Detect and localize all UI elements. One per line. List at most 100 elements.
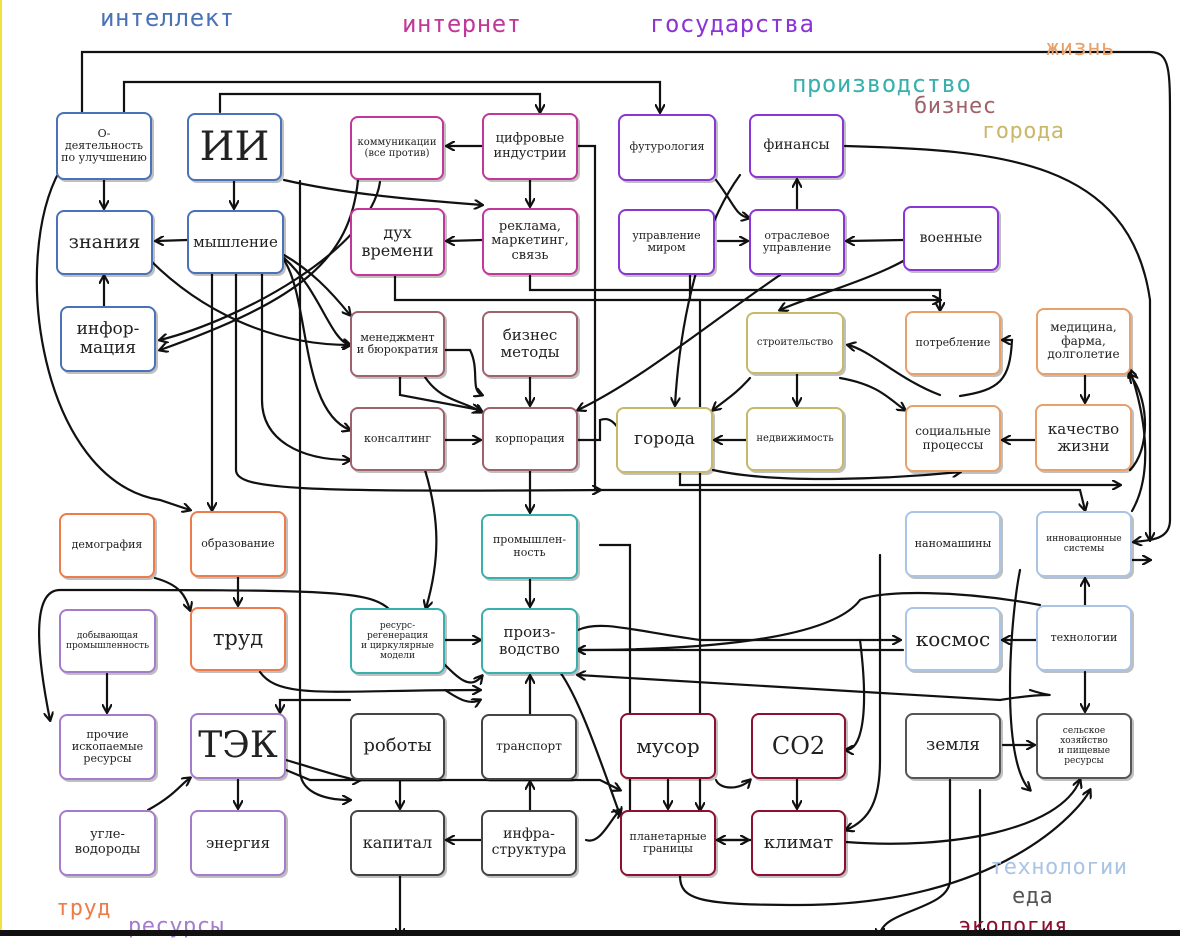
- connection-arrow: [282, 178, 482, 205]
- node-myshlenie[interactable]: мышление: [187, 210, 284, 274]
- connection-arrow: [1130, 375, 1146, 472]
- node-demografiya[interactable]: демография: [59, 513, 155, 578]
- node-voennye[interactable]: военные: [903, 206, 999, 271]
- node-konsalting[interactable]: консалтинг: [350, 407, 445, 471]
- node-obrazovanie[interactable]: образование: [190, 511, 286, 577]
- node-upravlenie-label: управление миром: [632, 228, 701, 254]
- category-label-states: государства: [650, 10, 815, 38]
- connection-arrow: [558, 670, 620, 815]
- connection-arrow: [282, 253, 350, 315]
- node-roboty[interactable]: роботы: [350, 713, 445, 780]
- node-korporaciya[interactable]: корпорация: [482, 407, 578, 471]
- node-kosmos-label: космос: [915, 626, 991, 651]
- connection-arrow: [146, 778, 190, 812]
- node-medicina[interactable]: медицина, фарма, долголетие: [1036, 308, 1131, 375]
- connection-arrow: [260, 272, 350, 460]
- connection-arrow: [438, 658, 482, 683]
- node-co2-label: CO2: [771, 731, 826, 760]
- node-potreblenie-label: потребление: [915, 335, 991, 349]
- node-otraslevoe[interactable]: отраслевое управление: [749, 209, 845, 275]
- node-prochie[interactable]: прочие ископаемые ресурсы: [59, 714, 156, 780]
- node-kosmos[interactable]: космос: [905, 607, 1001, 671]
- node-potreblenie[interactable]: потребление: [905, 311, 1001, 375]
- connection-arrow: [675, 173, 742, 405]
- category-label-internet: интернет: [402, 10, 522, 38]
- node-co2[interactable]: CO2: [751, 713, 846, 779]
- category-label-cities: города: [982, 119, 1065, 144]
- node-roboty-label: роботы: [363, 735, 432, 757]
- connection-arrow: [714, 780, 750, 788]
- node-proizvodstvo[interactable]: произ- водство: [481, 608, 578, 674]
- node-ii[interactable]: ИИ: [187, 113, 282, 181]
- node-musor[interactable]: мусор: [620, 713, 716, 779]
- connection-arrow: [443, 688, 480, 702]
- connection-arrow: [393, 274, 700, 810]
- node-resursnye-label: ресурс- регенерация и циркулярные модели: [361, 620, 434, 662]
- node-trud-label: труд: [212, 626, 264, 651]
- connection-arrow: [780, 258, 907, 310]
- node-znaniya-label: знания: [68, 230, 141, 253]
- connection-arrow: [576, 624, 900, 640]
- node-demografiya-label: демография: [71, 538, 143, 552]
- node-stroitelstvo-label: строительство: [756, 337, 834, 349]
- node-uglevodorody[interactable]: угле- водороды: [59, 810, 156, 876]
- node-obrazovanie-label: образование: [201, 536, 275, 550]
- node-finansy[interactable]: финансы: [749, 114, 844, 178]
- node-tek[interactable]: ТЭК: [190, 713, 286, 779]
- connection-arrow: [398, 375, 480, 410]
- node-menedzhment[interactable]: менеджмент и бюрократия: [350, 311, 445, 377]
- node-promyshlennost[interactable]: промышлен- ность: [481, 514, 578, 579]
- connection-arrow: [578, 273, 782, 410]
- node-tek-label: ТЭК: [198, 724, 278, 766]
- node-kommunikacii[interactable]: коммуникации (все против): [350, 116, 444, 180]
- connection-arrow: [880, 778, 952, 936]
- connection-arrow: [584, 810, 620, 842]
- node-duh-label: дух времени: [361, 223, 434, 260]
- node-reklama[interactable]: реклама, маркетинг, связь: [482, 208, 578, 275]
- node-upravlenie[interactable]: управление миром: [618, 209, 715, 275]
- node-zemlya[interactable]: земля: [905, 713, 1001, 779]
- node-tehnologii-label: технологии: [1050, 630, 1118, 644]
- node-socialnye[interactable]: социальные процессы: [905, 405, 1001, 472]
- connection-arrow: [282, 258, 350, 430]
- node-konsalting-label: консалтинг: [363, 431, 432, 445]
- node-nanomashiny[interactable]: наномашины: [905, 511, 1001, 577]
- node-dobyvayushaya-label: добывающая промышленность: [65, 630, 150, 651]
- connection-arrow: [258, 670, 480, 692]
- node-deyatelnost[interactable]: О-деятельность по улучшению: [56, 112, 152, 180]
- node-stroitelstvo[interactable]: строительство: [746, 312, 844, 374]
- node-energiya[interactable]: энергия: [190, 810, 286, 876]
- connection-arrow: [714, 178, 749, 218]
- node-biznes-metody[interactable]: бизнес методы: [482, 311, 578, 377]
- connection-arrow: [153, 576, 190, 610]
- node-transport-label: транспорт: [496, 739, 562, 754]
- node-transport[interactable]: транспорт: [481, 714, 577, 780]
- node-nedvizhimost[interactable]: недвижимость: [746, 407, 844, 471]
- node-cifrovye-label: цифровые индустрии: [493, 130, 567, 161]
- node-klimat[interactable]: климат: [751, 810, 846, 876]
- node-kachestvo[interactable]: качество жизни: [1035, 404, 1132, 471]
- node-tehnologii[interactable]: технологии: [1036, 605, 1132, 671]
- node-planetarnye[interactable]: планетарные границы: [620, 810, 716, 876]
- node-otraslevoe-label: отраслевое управление: [762, 228, 832, 254]
- node-futurologiya[interactable]: футурология: [618, 114, 716, 181]
- connection-arrow: [148, 258, 350, 345]
- node-trud[interactable]: труд: [190, 607, 286, 671]
- node-myshlenie-label: мышление: [193, 232, 278, 251]
- node-duh[interactable]: дух времени: [350, 208, 445, 276]
- category-label-life: жизнь: [1046, 36, 1115, 61]
- node-informaciya[interactable]: инфор- мация: [60, 306, 156, 372]
- node-cifrovye[interactable]: цифровые индустрии: [482, 113, 578, 180]
- node-resursnye[interactable]: ресурс- регенерация и циркулярные модели: [350, 608, 445, 674]
- node-deyatelnost-label: О-деятельность по улучшению: [61, 126, 147, 165]
- node-dobyvayushaya[interactable]: добывающая промышленность: [59, 609, 156, 673]
- node-innovacionnye[interactable]: инновационные системы: [1036, 511, 1132, 577]
- node-zemlya-label: земля: [925, 735, 981, 756]
- node-znaniya[interactable]: знания: [56, 210, 153, 275]
- node-selskoe[interactable]: сельское хозяйство и пищевые ресурсы: [1036, 713, 1132, 779]
- node-kapital[interactable]: капитал: [350, 810, 445, 876]
- node-infrastruktura[interactable]: инфра- структура: [481, 810, 577, 876]
- node-kapital-label: капитал: [362, 833, 433, 853]
- node-goroda[interactable]: города: [616, 407, 713, 473]
- connection-arrow: [848, 345, 942, 397]
